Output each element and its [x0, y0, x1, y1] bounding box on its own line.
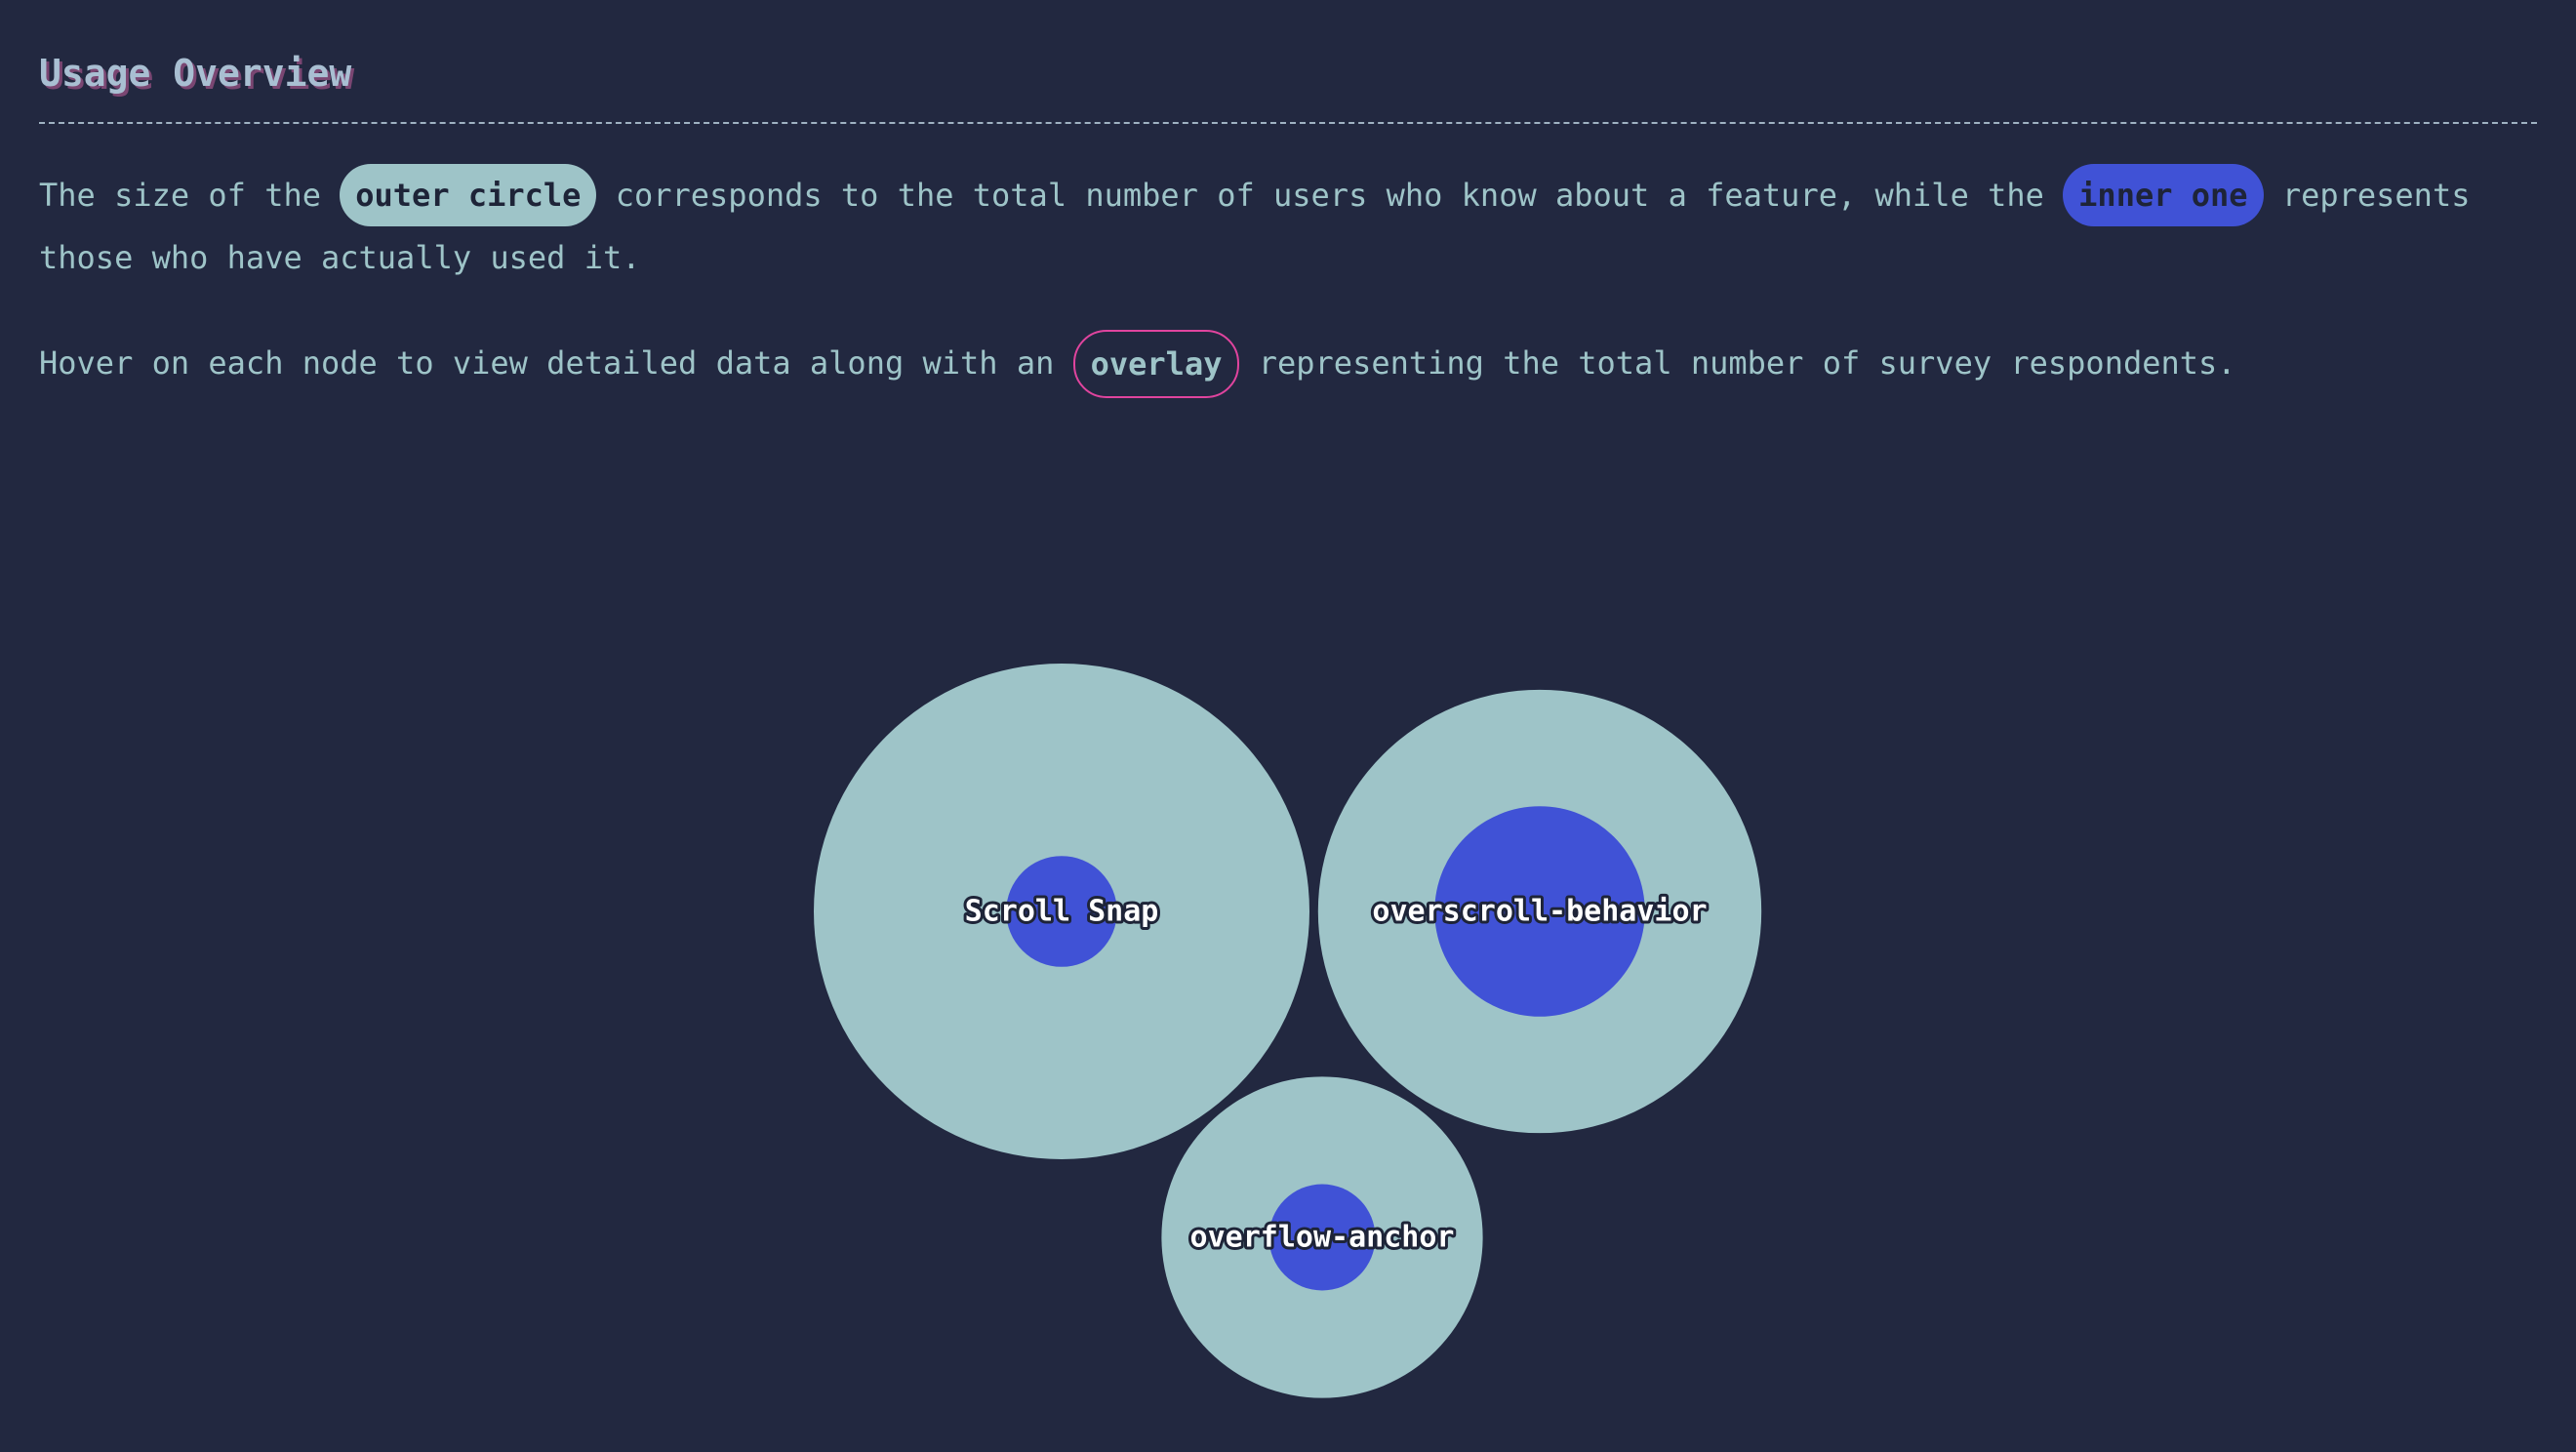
legend-text: corresponds to the total number of users…	[596, 177, 2064, 214]
title-divider	[39, 122, 2537, 124]
hover-hint: Hover on each node to view detailed data…	[39, 330, 2537, 398]
node-label-overflow-anchor: overflow-anchor	[1190, 1221, 1455, 1255]
page-title: Usage Overview	[39, 52, 352, 95]
bubble-node-overscroll-behavior[interactable]: overscroll-behavior	[1317, 689, 1762, 1134]
bubble-node-scroll-snap[interactable]: Scroll Snap	[814, 664, 1309, 1159]
outer-circle-chip: outer circle	[340, 164, 597, 226]
inner-circle-overscroll-behavior	[1434, 806, 1645, 1017]
legend-description: The size of the outer circle corresponds…	[39, 164, 2537, 289]
legend-text: The size of the	[39, 177, 341, 214]
legend-text: represents those who have actually used …	[39, 177, 2471, 276]
hint-text: representing the total number of survey …	[1239, 344, 2236, 382]
overlay-chip: overlay	[1072, 330, 1240, 398]
inner-circle-chip: inner one	[2063, 164, 2264, 226]
hint-text: Hover on each node to view detailed data…	[39, 344, 1073, 382]
bubble-node-overflow-anchor[interactable]: overflow-anchor	[1161, 1076, 1483, 1398]
node-label-scroll-snap: Scroll Snap	[965, 895, 1159, 929]
inner-circle-overflow-anchor	[1268, 1184, 1376, 1291]
node-label-overscroll-behavior: overscroll-behavior	[1372, 895, 1707, 929]
inner-circle-scroll-snap	[1006, 856, 1117, 967]
